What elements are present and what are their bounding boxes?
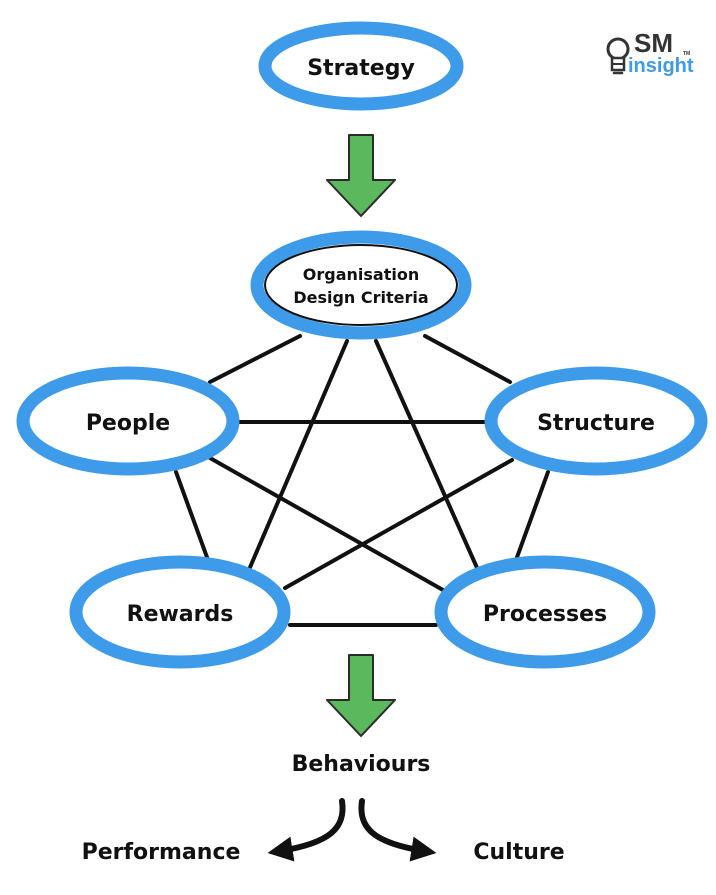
structure-label: Structure — [537, 411, 655, 436]
line-structure-rewards — [283, 458, 514, 590]
criteria-label-line1: Organisation — [303, 265, 419, 284]
connector-lines — [174, 334, 550, 627]
line-structure-processes — [514, 470, 550, 562]
node-strategy: Strategy — [258, 21, 464, 111]
processes-label: Processes — [483, 602, 607, 627]
arrow-strategy-to-criteria — [326, 134, 396, 217]
performance-label: Performance — [82, 840, 241, 865]
sm-insight-logo: SM insight TM — [606, 28, 694, 77]
lightbulb-icon — [606, 37, 630, 75]
line-criteria-structure — [423, 334, 512, 384]
behaviours-label: Behaviours — [292, 752, 431, 777]
node-processes: Processes — [434, 555, 656, 669]
people-label: People — [86, 411, 170, 436]
rewards-label: Rewards — [127, 602, 234, 627]
node-rewards: Rewards — [69, 555, 291, 669]
split-arrows — [267, 798, 437, 862]
line-criteria-rewards — [246, 339, 349, 574]
arrow-to-behaviours — [326, 654, 396, 737]
logo-bottom-text: insight — [628, 55, 694, 77]
arrow-to-culture — [358, 798, 437, 862]
logo-trademark: TM — [683, 51, 690, 57]
culture-label: Culture — [473, 840, 564, 865]
node-people: People — [16, 366, 240, 476]
line-criteria-processes — [374, 339, 480, 572]
criteria-label-line2: Design Criteria — [293, 288, 428, 307]
strategy-label: Strategy — [307, 56, 415, 81]
line-criteria-people — [208, 334, 302, 384]
line-people-processes — [208, 456, 445, 592]
arrow-to-performance — [267, 798, 346, 862]
line-people-rewards — [174, 470, 210, 562]
logo-top-text: SM — [634, 28, 673, 58]
node-design-criteria: Organisation Design Criteria — [250, 230, 472, 340]
node-structure: Structure — [484, 366, 708, 476]
